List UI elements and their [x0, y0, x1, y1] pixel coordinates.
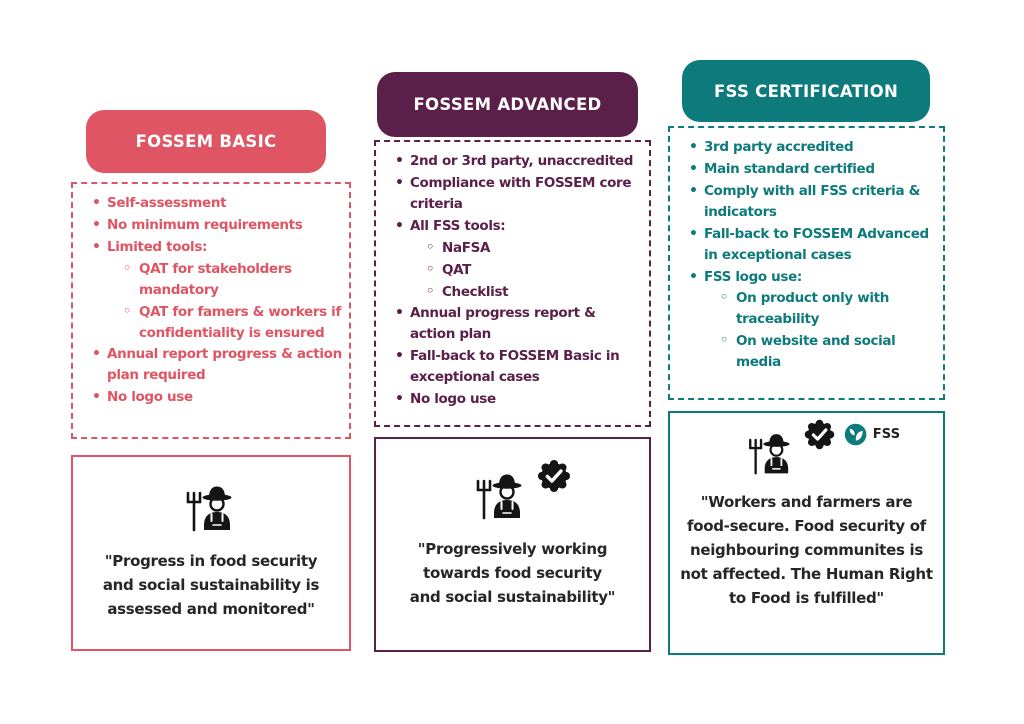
- fossem-basic-outcome-box: "Progress in food security and social su…: [71, 455, 351, 651]
- fss-certification-icon-row: FSS: [743, 419, 901, 480]
- fss-certification-header: FSS CERTIFICATION: [682, 60, 930, 122]
- check-badge-icon: [537, 459, 571, 493]
- criteria-item: No minimum requirements: [83, 215, 343, 237]
- fossem-advanced-icon-row: [470, 459, 573, 525]
- criteria-item: Checklist: [422, 282, 643, 303]
- criteria-item: On website and social media: [716, 331, 937, 373]
- fss-certification-criteria-box: 3rd party accreditedMain standard certif…: [668, 126, 945, 400]
- fossem-basic-criteria-list: Self-assessmentNo minimum requirementsLi…: [83, 193, 343, 409]
- fossem-basic-icon-row: [180, 479, 242, 537]
- fss-logo: FSS: [843, 421, 901, 448]
- fossem-advanced-quote: "Progressively working towards food secu…: [409, 540, 616, 606]
- criteria-item: FSS logo use:: [680, 267, 937, 289]
- fossem-advanced-criteria-box: 2nd or 3rd party, unaccreditedCompliance…: [374, 140, 651, 427]
- fossem-basic-title: FOSSEM BASIC: [135, 132, 277, 151]
- criteria-item: NaFSA: [422, 238, 643, 259]
- criteria-item: 2nd or 3rd party, unaccredited: [386, 151, 643, 173]
- fossem-basic-header: FOSSEM BASIC: [86, 110, 326, 173]
- criteria-item: Annual progress report & action plan: [386, 303, 643, 345]
- fss-logo-label: FSS: [872, 427, 901, 442]
- criteria-item: QAT: [422, 260, 643, 281]
- criteria-item: Fall-back to FOSSEM Advanced in exceptio…: [680, 224, 937, 266]
- fossem-advanced-title: FOSSEM ADVANCED: [413, 95, 602, 114]
- fossem-basic-criteria-box: Self-assessmentNo minimum requirementsLi…: [71, 182, 351, 439]
- farmer-icon: [748, 434, 790, 475]
- farmer-icon: [476, 474, 522, 520]
- criteria-item: Annual report progress & action plan req…: [83, 344, 343, 386]
- fossem-advanced-header: FOSSEM ADVANCED: [377, 72, 638, 137]
- criteria-item: 3rd party accredited: [680, 137, 937, 159]
- criteria-item: Fall-back to FOSSEM Basic in exceptional…: [386, 346, 643, 388]
- criteria-item: On product only with traceability: [716, 288, 937, 330]
- criteria-item: Main standard certified: [680, 159, 937, 181]
- fss-certification-criteria-list: 3rd party accreditedMain standard certif…: [680, 137, 937, 373]
- farmer-icon: [186, 486, 232, 532]
- fossem-basic-quote: "Progress in food security and social su…: [102, 552, 320, 618]
- criteria-item: QAT for famers & workers if confidential…: [119, 302, 343, 344]
- criteria-item: All FSS tools:: [386, 216, 643, 238]
- fossem-advanced-outcome-box: "Progressively working towards food secu…: [374, 437, 651, 652]
- criteria-item: Limited tools:: [83, 237, 343, 259]
- check-badge-icon: [804, 419, 834, 450]
- criteria-item: Compliance with FOSSEM core criteria: [386, 173, 643, 215]
- fss-certification-title: FSS CERTIFICATION: [713, 81, 899, 101]
- criteria-item: Self-assessment: [83, 193, 343, 215]
- criteria-item: No logo use: [386, 389, 643, 411]
- fss-logo-mark: [844, 423, 867, 446]
- fossem-advanced-criteria-list: 2nd or 3rd party, unaccreditedCompliance…: [386, 151, 643, 411]
- fss-certification-quote: "Workers and farmers are food-secure. Fo…: [680, 493, 933, 607]
- criteria-item: QAT for stakeholders mandatory: [119, 259, 343, 301]
- criteria-item: No logo use: [83, 387, 343, 409]
- fss-certification-outcome-box: FSS "Workers and farmers are food-secure…: [668, 411, 945, 655]
- criteria-item: Comply with all FSS criteria & indicator…: [680, 181, 937, 223]
